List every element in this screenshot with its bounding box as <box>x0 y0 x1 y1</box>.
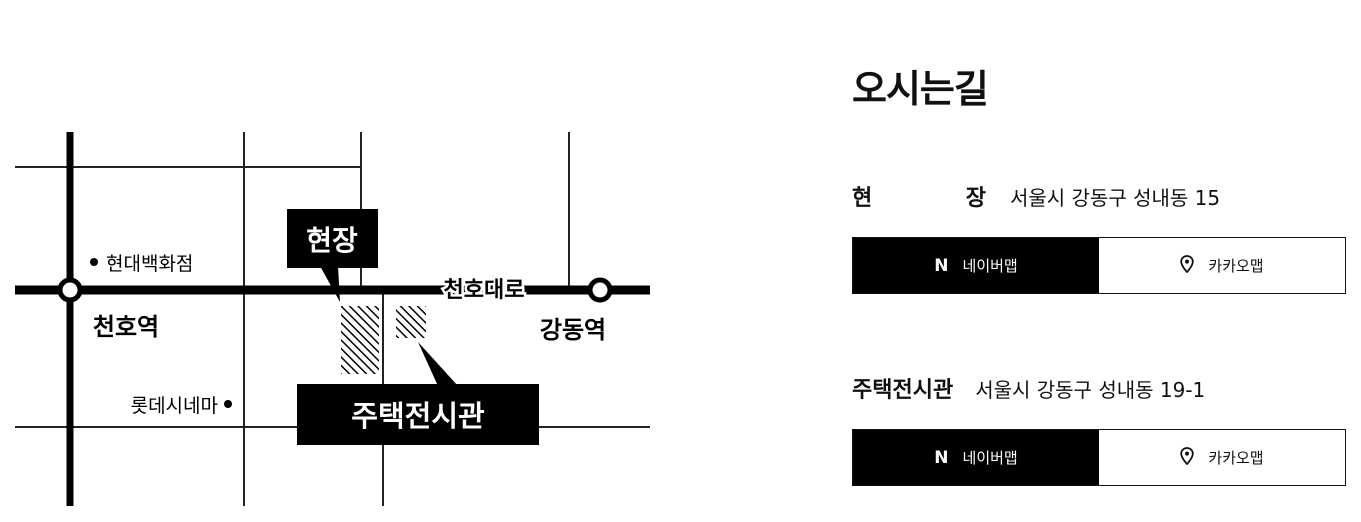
naver-logo-icon: N <box>934 255 949 276</box>
location-map: 현장 주택전시관 천호대로 천호역 강동역 현대백화점 롯데시네마 <box>15 132 650 506</box>
kakao-map-button[interactable]: 카카오맵 <box>1099 430 1345 485</box>
naver-map-button[interactable]: N 네이버맵 <box>853 238 1099 293</box>
site-label: 현장 <box>306 224 358 257</box>
station-left-label: 천호역 <box>93 313 159 341</box>
location-site-name-char: 현 <box>852 186 873 211</box>
landmark-dot-icon <box>224 400 232 408</box>
location-showroom-row: 주택전시관 서울시 강동구 성내동 19-1 <box>852 373 1206 404</box>
map-pin-icon <box>1180 254 1195 277</box>
location-site-name: 현 장 <box>852 180 986 212</box>
landmark-bottom-label: 롯데시네마 <box>131 395 218 417</box>
landmark-dot-icon <box>90 258 98 266</box>
location-site-name-char: 장 <box>965 186 986 211</box>
kakao-map-button[interactable]: 카카오맵 <box>1099 238 1345 293</box>
naver-map-label: 네이버맵 <box>962 257 1018 275</box>
station-marker-right <box>587 277 613 303</box>
map-pin-icon <box>1180 446 1195 469</box>
naver-map-label: 네이버맵 <box>962 449 1018 467</box>
site-building <box>341 306 379 374</box>
showroom-label: 주택전시관 <box>351 399 485 433</box>
map-svg: 현장 주택전시관 천호대로 천호역 강동역 현대백화점 롯데시네마 <box>15 132 650 506</box>
location-site-address: 서울시 강동구 성내동 15 <box>1010 185 1221 210</box>
station-right-label: 강동역 <box>540 316 606 344</box>
naver-map-button[interactable]: N 네이버맵 <box>853 430 1099 485</box>
location-showroom-name: 주택전시관 <box>852 378 954 403</box>
road-label: 천호대로 <box>444 278 525 303</box>
page-title: 오시는길 <box>852 67 989 111</box>
location-site-row: 현 장 서울시 강동구 성내동 15 <box>852 180 1221 212</box>
showroom-building <box>396 306 426 338</box>
site-callout: 현장 <box>287 209 378 302</box>
location-site-map-buttons: N 네이버맵 카카오맵 <box>852 237 1346 294</box>
kakao-map-label: 카카오맵 <box>1208 449 1264 467</box>
showroom-callout: 주택전시관 <box>297 342 539 445</box>
station-marker-left <box>57 277 83 303</box>
location-showroom-address: 서울시 강동구 성내동 19-1 <box>975 377 1206 402</box>
directions-panel: 오시는길 현 장 서울시 강동구 성내동 15 N 네이버맵 카카오맵 주택전시… <box>852 0 1346 522</box>
naver-logo-icon: N <box>934 447 949 468</box>
landmark-top-label: 현대백화점 <box>106 253 193 275</box>
map-main-roads <box>15 132 650 506</box>
location-showroom-map-buttons: N 네이버맵 카카오맵 <box>852 429 1346 486</box>
kakao-map-label: 카카오맵 <box>1208 257 1264 275</box>
